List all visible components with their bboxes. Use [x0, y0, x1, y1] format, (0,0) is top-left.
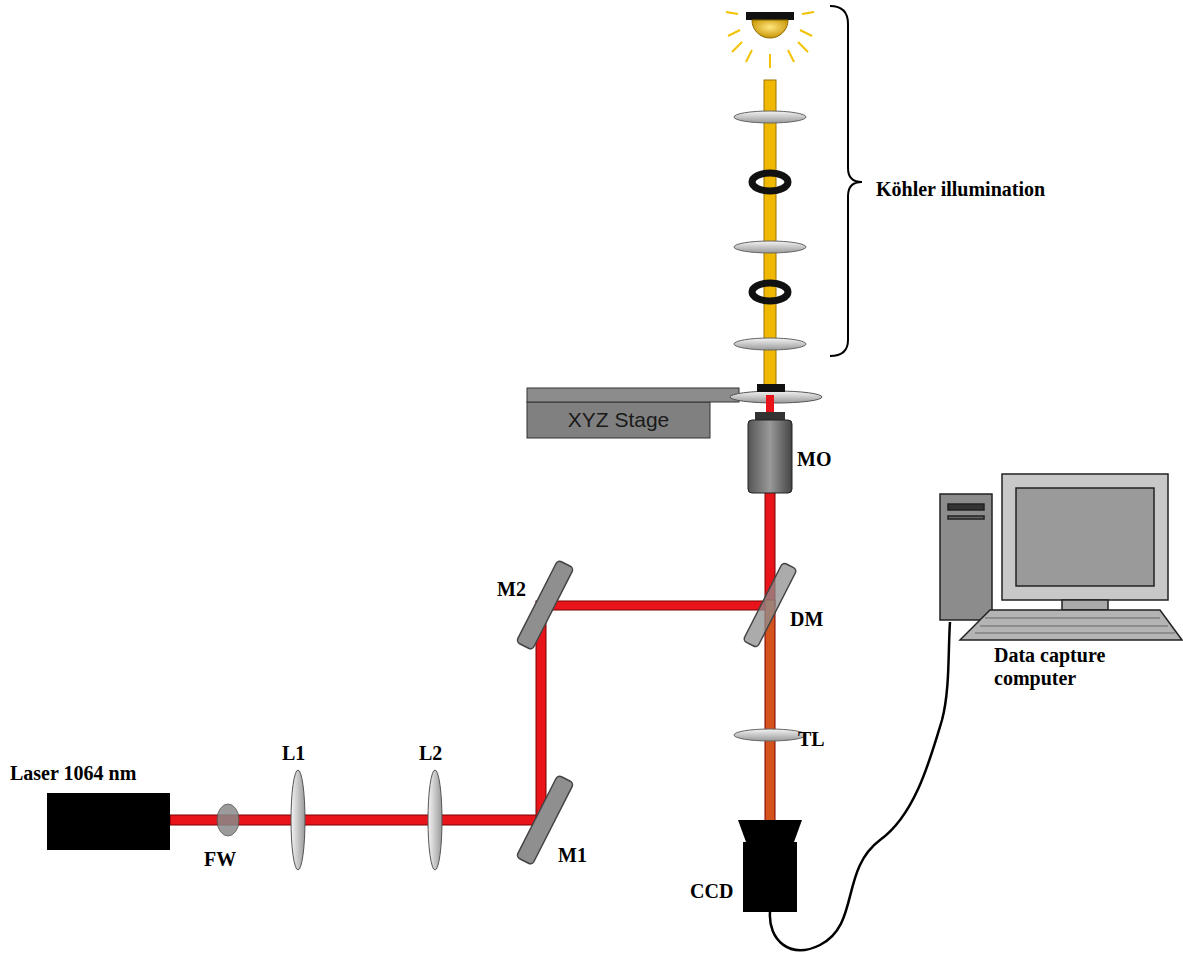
- part-label: MO: [797, 448, 831, 471]
- lens: [291, 770, 305, 870]
- cable: [770, 622, 950, 950]
- part-label: TL: [798, 728, 825, 751]
- ccd-camera: [738, 820, 802, 912]
- part-label: Laser 1064 nm: [10, 762, 136, 785]
- part-label: Data capture computer: [994, 644, 1144, 690]
- computer: [940, 474, 1182, 640]
- condenser-lenses: [734, 111, 806, 350]
- filter-wheel: [217, 804, 239, 836]
- part-label: DM: [790, 608, 823, 631]
- lamp: [726, 12, 814, 68]
- part-label: L2: [419, 742, 442, 765]
- objective: [748, 412, 792, 493]
- stage-box: XYZ Stage: [527, 402, 710, 438]
- bracket: [830, 6, 862, 356]
- diaphragms: [752, 173, 788, 301]
- laser-beam: [170, 395, 775, 825]
- laser-head: [47, 793, 170, 850]
- part-label: L1: [282, 742, 305, 765]
- tube-lens: [734, 729, 806, 741]
- part-label: M1: [558, 844, 587, 867]
- part-label: CCD: [690, 880, 733, 903]
- mirrors: [516, 560, 797, 865]
- part-label: FW: [204, 848, 236, 871]
- part-label: M2: [497, 578, 526, 601]
- group-label: Köhler illumination: [876, 178, 1045, 201]
- lens: [428, 770, 442, 870]
- stage-label: XYZ Stage: [568, 408, 670, 432]
